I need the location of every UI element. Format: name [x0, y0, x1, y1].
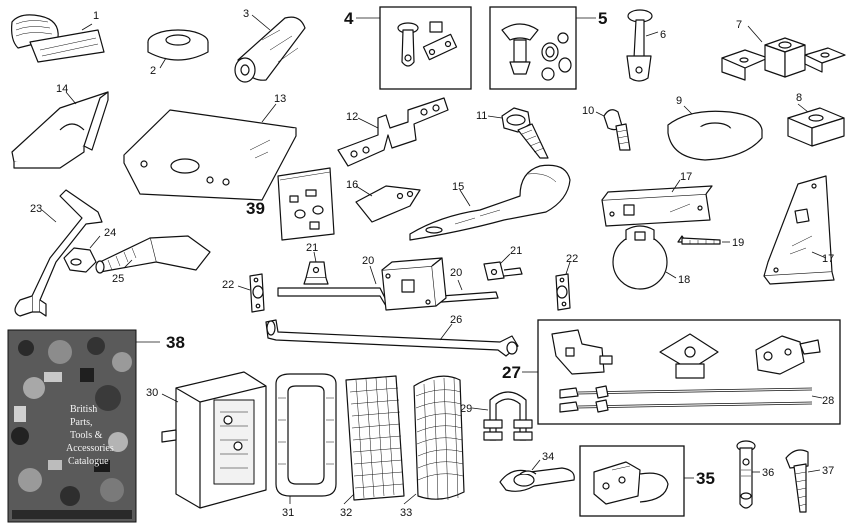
- callout-36: 36: [762, 467, 774, 479]
- callout-1: 1: [93, 10, 99, 22]
- callout-25: 25: [112, 273, 124, 285]
- part-2-seal-ring: [147, 29, 209, 61]
- callout-4: 4: [344, 9, 354, 28]
- callout-14: 14: [56, 83, 68, 95]
- catalogue-title-line5: Catalogue: [68, 456, 109, 467]
- part-37-wood-screw: [785, 449, 809, 513]
- catalogue-title-line3: Tools &: [70, 430, 103, 441]
- part-33-curved-grille: [413, 375, 465, 501]
- part-21-rod-clip-left: [303, 261, 329, 285]
- catalogue-title-line4: Accessories: [66, 443, 114, 454]
- callout-22b: 22: [566, 253, 578, 265]
- part-36-pin-fastener: [736, 440, 756, 509]
- callout-26: 26: [450, 314, 462, 326]
- part-21-rod-clip-right: [483, 261, 523, 281]
- group-box-4: [379, 6, 472, 90]
- part-30-heater-housing: [161, 371, 267, 509]
- callout-21a: 21: [306, 242, 318, 254]
- part-11-self-tap-screw: [501, 107, 549, 159]
- part-14-support-bracket: [11, 91, 109, 169]
- part-3-material-roll: [234, 16, 306, 83]
- part-7-mount-blocks: [721, 37, 846, 81]
- callout-2: 2: [150, 65, 156, 77]
- group-box-5: [489, 6, 577, 90]
- catalogue-title-line2: Parts,: [70, 417, 93, 428]
- part-15-strap: [409, 164, 571, 241]
- callout-31: 31: [282, 507, 294, 519]
- part-35-hinge-kit: [593, 461, 669, 505]
- part-28-cables: [559, 385, 813, 413]
- part-13-floor-panel: [123, 109, 297, 201]
- catalogue-title-line1: British: [70, 404, 97, 415]
- callout-6: 6: [660, 29, 666, 41]
- callout-29: 29: [460, 403, 472, 415]
- part-31-grille-frame: [275, 373, 337, 497]
- callout-8: 8: [796, 92, 802, 104]
- callout-19: 19: [732, 237, 744, 249]
- callout-20a: 20: [362, 255, 374, 267]
- callout-37: 37: [822, 465, 834, 477]
- part-25-bracket-rod: [95, 235, 211, 274]
- callout-17a: 17: [680, 171, 692, 183]
- callout-32: 32: [340, 507, 352, 519]
- callout-20b: 20: [450, 267, 462, 279]
- callout-7: 7: [736, 19, 742, 31]
- callout-30: 30: [146, 387, 158, 399]
- part-29-u-bolt: [483, 391, 533, 441]
- part-4-catch-kit: [397, 21, 458, 67]
- callout-34: 34: [542, 451, 554, 463]
- part-10-dome-bolt: [603, 109, 631, 151]
- part-23-hook: [14, 189, 103, 317]
- callout-23: 23: [30, 203, 42, 215]
- group-box-35: [579, 445, 685, 517]
- part-6-catch-bolt: [626, 9, 653, 82]
- part-1-felt-strip: [11, 14, 105, 63]
- callout-39: 39: [246, 199, 265, 218]
- callout-11: 11: [476, 110, 487, 122]
- callout-24: 24: [104, 227, 116, 239]
- callout-27: 27: [502, 363, 521, 382]
- part-17-catch-plate: [601, 185, 713, 227]
- callout-13: 13: [274, 93, 286, 105]
- part-22-rod-guide-left: [249, 273, 265, 313]
- callout-18: 18: [678, 274, 690, 286]
- callout-17b: 17: [822, 253, 834, 265]
- callout-5: 5: [598, 9, 607, 28]
- part-34-spring-clip: [499, 467, 575, 492]
- callout-16: 16: [346, 179, 358, 191]
- part-16-small-plate: [355, 185, 421, 223]
- part-9-oval-plate: [667, 110, 763, 161]
- callout-15: 15: [452, 181, 464, 193]
- part-17-vertical-plate: [763, 175, 835, 285]
- callout-9: 9: [676, 95, 682, 107]
- part-39-parts-bag: [277, 167, 335, 241]
- part-19-screw: [677, 235, 721, 245]
- callout-10: 10: [582, 105, 594, 117]
- callout-21b: 21: [510, 245, 522, 257]
- callout-3: 3: [243, 8, 249, 20]
- part-38-catalogue-book: British Parts, Tools & Accessories Catal…: [7, 329, 137, 523]
- part-20-door-rod-assembly: [277, 257, 499, 311]
- part-12-bracket: [337, 97, 449, 167]
- callout-22a: 22: [222, 279, 234, 291]
- callout-33: 33: [400, 507, 412, 519]
- part-8-square-nut: [787, 107, 845, 147]
- part-22-rod-guide-right: [555, 273, 571, 311]
- callout-35: 35: [696, 469, 715, 488]
- part-24-hex-nut: [63, 247, 97, 273]
- part-32-grille-mesh: [345, 375, 405, 501]
- part-26-long-rod: [265, 319, 519, 357]
- callout-28: 28: [822, 395, 834, 407]
- callout-12: 12: [346, 111, 358, 123]
- part-27-lock-mechanisms: [551, 329, 821, 379]
- part-18-round-plate: [612, 225, 668, 290]
- part-5-fastener-kit: [501, 23, 572, 81]
- callout-38: 38: [166, 333, 185, 352]
